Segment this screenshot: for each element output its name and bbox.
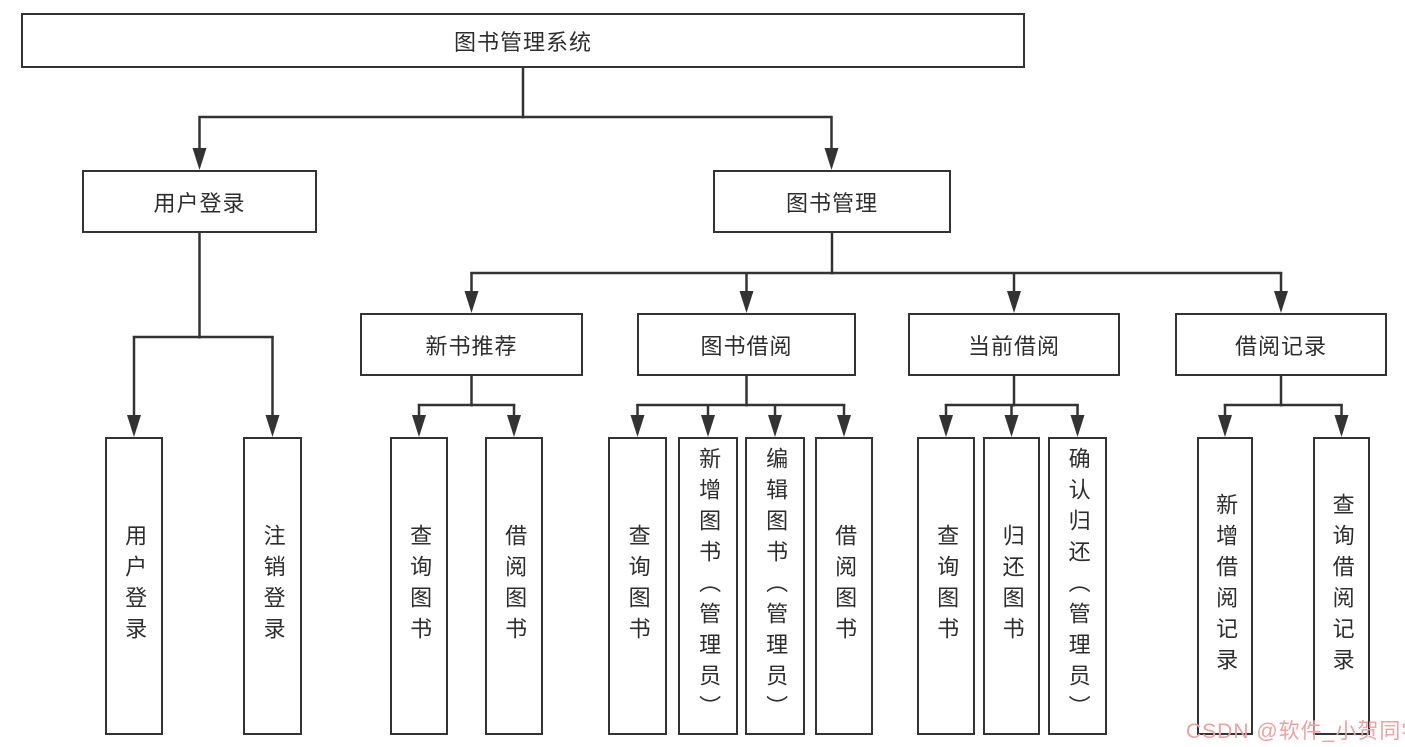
node-library-management-system: 图书管理系统 [21, 13, 1025, 68]
leaf-label: 借阅图书 [502, 524, 528, 648]
leaf-label: 新增借阅记录 [1213, 493, 1239, 679]
leaf-confirm-return-admin: 确认归还（管理员） [1048, 437, 1107, 735]
leaf-borrow-books-recommend: 借阅图书 [485, 437, 543, 735]
leaf-add-borrow-record: 新增借阅记录 [1197, 437, 1253, 735]
leaf-query-books-current: 查询图书 [917, 437, 975, 735]
leaf-label: 注销登录 [260, 524, 286, 648]
leaf-query-borrow-record: 查询借阅记录 [1313, 437, 1370, 735]
node-user-login: 用户登录 [82, 170, 317, 233]
leaf-label: 新增图书（管理员） [696, 446, 722, 726]
leaf-logout: 注销登录 [243, 437, 302, 735]
leaf-label: 确认归还（管理员） [1065, 446, 1091, 726]
leaf-borrow-books: 借阅图书 [815, 437, 873, 735]
csdn-watermark: CSDN @软件_小贺同学 [1186, 720, 1405, 743]
leaf-label: 归还图书 [999, 524, 1025, 648]
leaf-query-books-borrow: 查询图书 [608, 437, 667, 735]
node-book-borrowing: 图书借阅 [637, 313, 856, 376]
leaf-add-books-admin: 新增图书（管理员） [678, 437, 738, 735]
node-book-management: 图书管理 [713, 170, 951, 233]
leaf-label: 查询图书 [407, 524, 433, 648]
node-new-book-recommend: 新书推荐 [360, 313, 583, 376]
leaf-return-books: 归还图书 [983, 437, 1040, 735]
leaf-query-books-recommend: 查询图书 [390, 437, 448, 735]
leaf-label: 借阅图书 [832, 524, 858, 648]
leaf-label: 编辑图书（管理员） [763, 446, 789, 726]
leaf-label: 查询图书 [625, 524, 651, 648]
leaf-edit-books-admin: 编辑图书（管理员） [745, 437, 805, 735]
leaf-label: 查询图书 [934, 524, 960, 648]
leaf-user-login: 用户登录 [105, 437, 163, 735]
leaf-label: 查询借阅记录 [1329, 493, 1355, 679]
node-current-borrowing: 当前借阅 [908, 313, 1120, 376]
leaf-label: 用户登录 [122, 524, 148, 648]
node-borrowing-records: 借阅记录 [1175, 313, 1387, 376]
